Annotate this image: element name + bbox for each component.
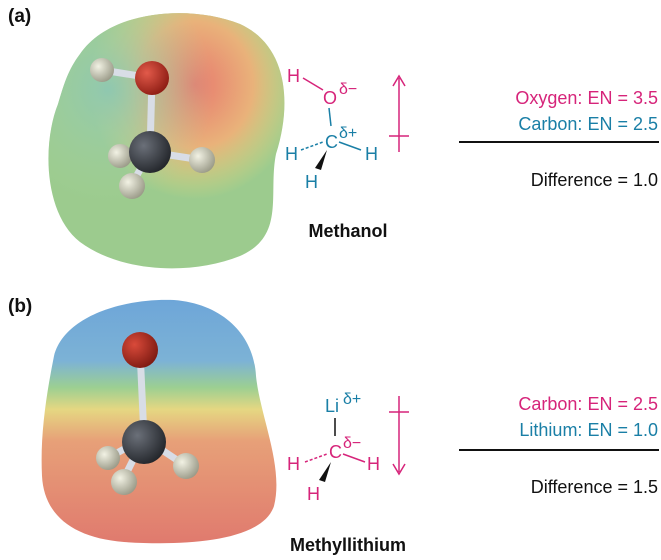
difference-b: Difference = 1.5 xyxy=(530,477,658,497)
en-value: EN = 2.5 xyxy=(587,394,658,414)
en-element: Carbon: xyxy=(518,394,583,414)
methyllithium-lithium: Li xyxy=(325,396,339,416)
methanol-structure: H O δ− C δ+ H H H xyxy=(285,66,409,192)
en-row-lithium: Lithium: EN = 1.0 xyxy=(519,420,658,441)
methyllithium-carbon-charge: δ− xyxy=(343,435,361,452)
methyllithium-electrostatic-map xyxy=(41,299,277,544)
en-element: Lithium: xyxy=(519,420,583,440)
methyllithium-title: Methyllithium xyxy=(290,535,406,555)
en-row-carbon: Carbon: EN = 2.5 xyxy=(518,394,658,415)
methanol-carbon: C xyxy=(325,132,338,152)
panel-label-a: (a) xyxy=(8,6,32,27)
en-value: EN = 1.0 xyxy=(587,420,658,440)
methyllithium-structure: Li δ+ C δ− H H H xyxy=(287,391,409,504)
en-row-oxygen: Oxygen: EN = 3.5 xyxy=(515,88,658,109)
panel-label-b: (b) xyxy=(8,296,33,317)
en-value: EN = 3.5 xyxy=(587,88,658,108)
en-row-carbon: Carbon: EN = 2.5 xyxy=(518,114,658,135)
methyllithium-carbon: C xyxy=(329,442,342,462)
methanol-h-left: H xyxy=(285,144,298,164)
en-element: Oxygen: xyxy=(515,88,583,108)
methanol-carbon-charge: δ+ xyxy=(339,125,357,142)
en-value: EN = 2.5 xyxy=(587,114,658,134)
difference-a: Difference = 1.0 xyxy=(530,170,658,190)
methanol-title: Methanol xyxy=(308,221,388,241)
dipole-arrow-up xyxy=(389,74,409,152)
methanol-h-top: H xyxy=(287,66,300,86)
difference-rule-b xyxy=(459,449,659,451)
dipole-arrow-down xyxy=(389,396,409,476)
methyllithium-lithium-charge: δ+ xyxy=(343,391,361,408)
methanol-h-bottom: H xyxy=(305,172,318,192)
en-element: Carbon: xyxy=(518,114,583,134)
methanol-oxygen-charge: δ− xyxy=(339,81,357,98)
methyllithium-h-right: H xyxy=(367,454,380,474)
methanol-oxygen: O xyxy=(323,88,337,108)
difference-rule-a xyxy=(459,141,659,143)
methyllithium-h-bottom: H xyxy=(307,484,320,504)
methanol-electrostatic-map xyxy=(48,13,285,269)
methyllithium-h-left: H xyxy=(287,454,300,474)
methanol-h-right: H xyxy=(365,144,378,164)
